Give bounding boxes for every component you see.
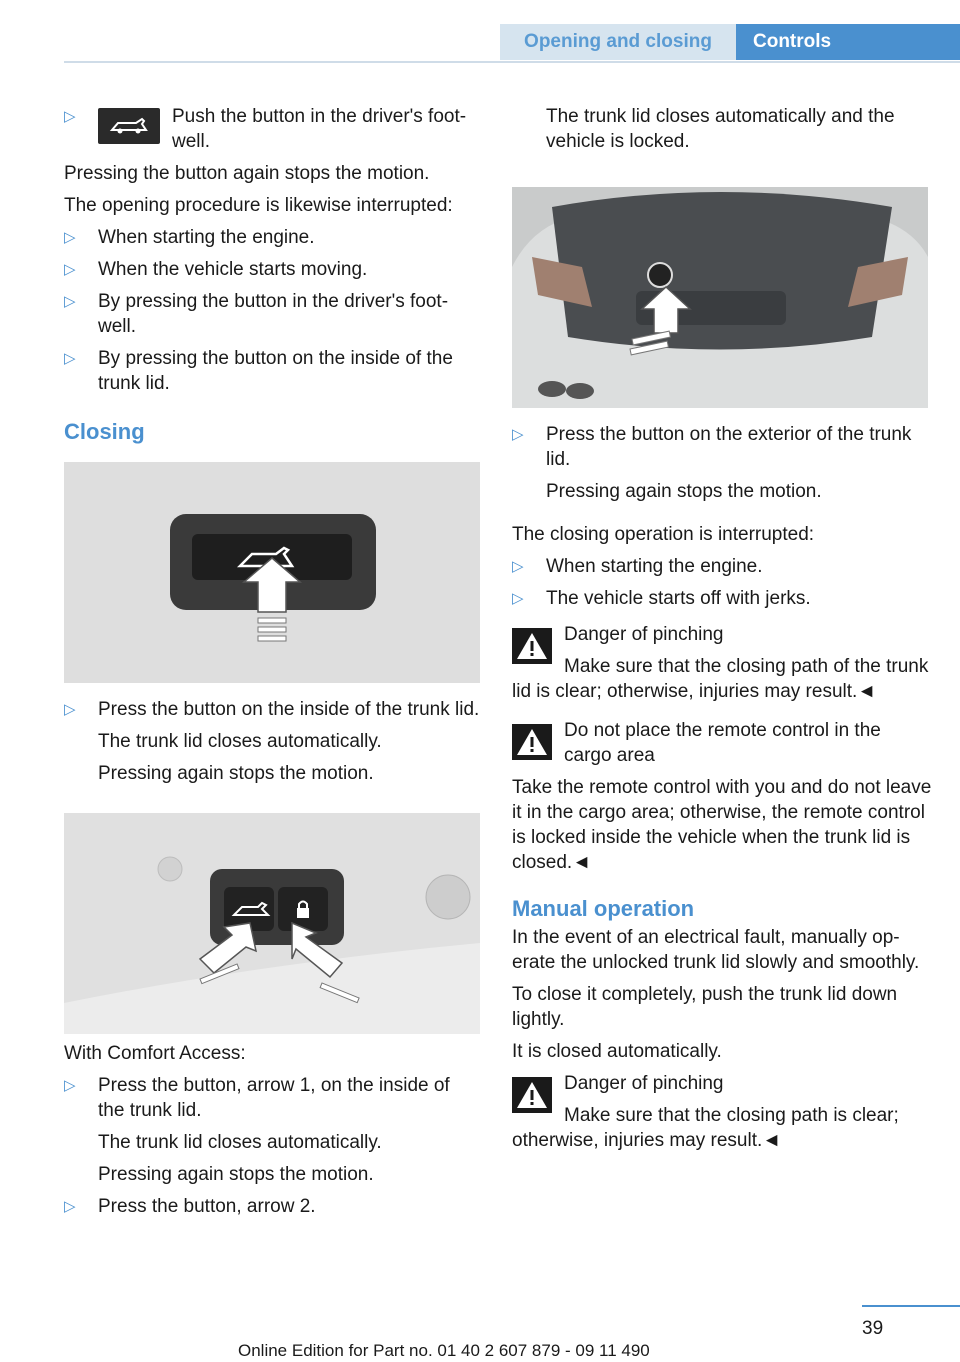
sub-paragraph: The trunk lid closes automatically.	[98, 731, 382, 752]
list-item-text: When the vehicle starts moving.	[98, 259, 368, 280]
warning-text: Make sure that the closing path is clear…	[512, 1105, 899, 1151]
warning-triangle-icon	[512, 724, 552, 760]
paragraph: The opening procedure is likewise interr…	[64, 195, 453, 216]
paragraph: With Comfort Access:	[64, 1043, 246, 1064]
warning-block: Danger of pinching Make sure that the cl…	[512, 622, 932, 704]
footer-edition-text: Online Edition for Part no. 01 40 2 607 …	[238, 1341, 650, 1360]
sub-paragraph: Pressing again stops the motion.	[98, 763, 374, 784]
list-item: ▷ Push the button in the driver's foot‐w…	[64, 104, 480, 154]
list-item: ▷ Press the button on the exterior of the…	[512, 422, 932, 472]
right-column: The trunk lid closes automatically and t…	[512, 104, 932, 1167]
warning-title: Danger of pinching	[564, 624, 724, 645]
first-bullet-text: Push the button in the driver's foot‐wel…	[172, 106, 467, 152]
header-chapter-label: Controls	[753, 31, 832, 52]
list-item-text: When starting the engine.	[98, 227, 315, 248]
list-item-text: Press the button, arrow 2.	[98, 1196, 316, 1217]
paragraph: The closing operation is interrupted:	[512, 524, 815, 545]
list-item: ▷ When starting the engine.	[64, 225, 480, 250]
list-item-text: The vehicle starts off with jerks.	[546, 588, 811, 609]
warning-triangle-icon	[512, 628, 552, 664]
list-item: ▷ Press the button on the inside of the t…	[64, 697, 480, 722]
bullet-triangle-icon: ▷	[512, 590, 524, 607]
list-item: ▷ When the vehicle starts moving.	[64, 257, 480, 282]
left-column: ▷ Push the button in the driver's foot‐w…	[64, 104, 480, 1226]
bullet-triangle-icon: ▷	[64, 261, 76, 278]
header-rule	[64, 61, 960, 63]
bullet-triangle-icon: ▷	[64, 229, 76, 246]
warning-title: Danger of pinching	[564, 1073, 724, 1094]
bullet-triangle-icon: ▷	[64, 701, 76, 718]
list-item: ▷ Press the button, arrow 2.	[64, 1194, 480, 1219]
page-number: 39	[862, 1318, 884, 1339]
warning-header: Do not place the remote control in the c…	[512, 718, 932, 768]
warning-triangle-icon	[512, 1077, 552, 1113]
bullet-triangle-icon: ▷	[64, 1198, 76, 1215]
footwell-button-icon	[98, 108, 160, 144]
figure-trunk-exterior	[512, 187, 928, 408]
list-item: ▷ When starting the engine.	[512, 554, 932, 579]
bullet-triangle-icon: ▷	[512, 426, 524, 443]
bullet-triangle-icon: ▷	[64, 293, 76, 310]
list-item-text: By pressing the button on the inside of …	[98, 348, 453, 394]
bullet-triangle-icon: ▷	[64, 1077, 76, 1094]
warning-block: Danger of pinching Make sure that the cl…	[512, 1071, 932, 1153]
sub-paragraph: Pressing again stops the motion.	[546, 481, 822, 502]
bullet-triangle-icon: ▷	[64, 108, 76, 125]
paragraph: Pressing the button again stops the moti…	[64, 163, 430, 184]
list-item-text: When starting the engine.	[546, 556, 763, 577]
header-section-title: Opening and closing	[500, 24, 736, 60]
bullet-triangle-icon: ▷	[64, 350, 76, 367]
warning-text: Take the remote control with you and do …	[512, 777, 932, 873]
figure-inside-button	[64, 462, 480, 683]
bullet-triangle-icon: ▷	[512, 558, 524, 575]
warning-title: Do not place the remote control in the c…	[564, 720, 881, 766]
section-heading-manual-operation: Manual operation	[512, 896, 695, 921]
sub-paragraph: The trunk lid closes automatically and t…	[546, 106, 895, 152]
list-item: ▷ By pressing the button on the inside of…	[64, 346, 480, 396]
warning-header: Danger of pinching Make sure that the cl…	[512, 1071, 932, 1153]
paragraph: It is closed automatically.	[512, 1041, 722, 1062]
list-item-text: By pressing the button in the driver's f…	[98, 291, 449, 337]
list-item: ▷ Press the button, arrow 1, on the insid…	[64, 1073, 480, 1123]
list-item: ▷ By pressing the button in the driver's …	[64, 289, 480, 339]
warning-block: Do not place the remote control in the c…	[512, 718, 932, 875]
footer-rule	[862, 1305, 960, 1307]
header-chapter-tab: Controls	[736, 24, 960, 60]
section-heading-closing: Closing	[64, 419, 145, 444]
sub-paragraph: Pressing again stops the motion.	[98, 1164, 374, 1185]
list-item-text: Press the button on the inside of the tr…	[98, 699, 480, 720]
paragraph: To close it completely, push the trunk l…	[512, 984, 898, 1030]
figure-comfort-access-buttons	[64, 813, 480, 1034]
list-item-text: Press the button, arrow 1, on the inside…	[98, 1075, 450, 1121]
list-item: ▷ The vehicle starts off with jerks.	[512, 586, 932, 611]
paragraph: In the event of an electrical fault, man…	[512, 927, 920, 973]
warning-header: Danger of pinching Make sure that the cl…	[512, 622, 932, 704]
list-item-text: Press the button on the exterior of the …	[546, 424, 912, 470]
warning-text: Make sure that the closing path of the t…	[512, 656, 929, 702]
sub-paragraph: The trunk lid closes automatically.	[98, 1132, 382, 1153]
